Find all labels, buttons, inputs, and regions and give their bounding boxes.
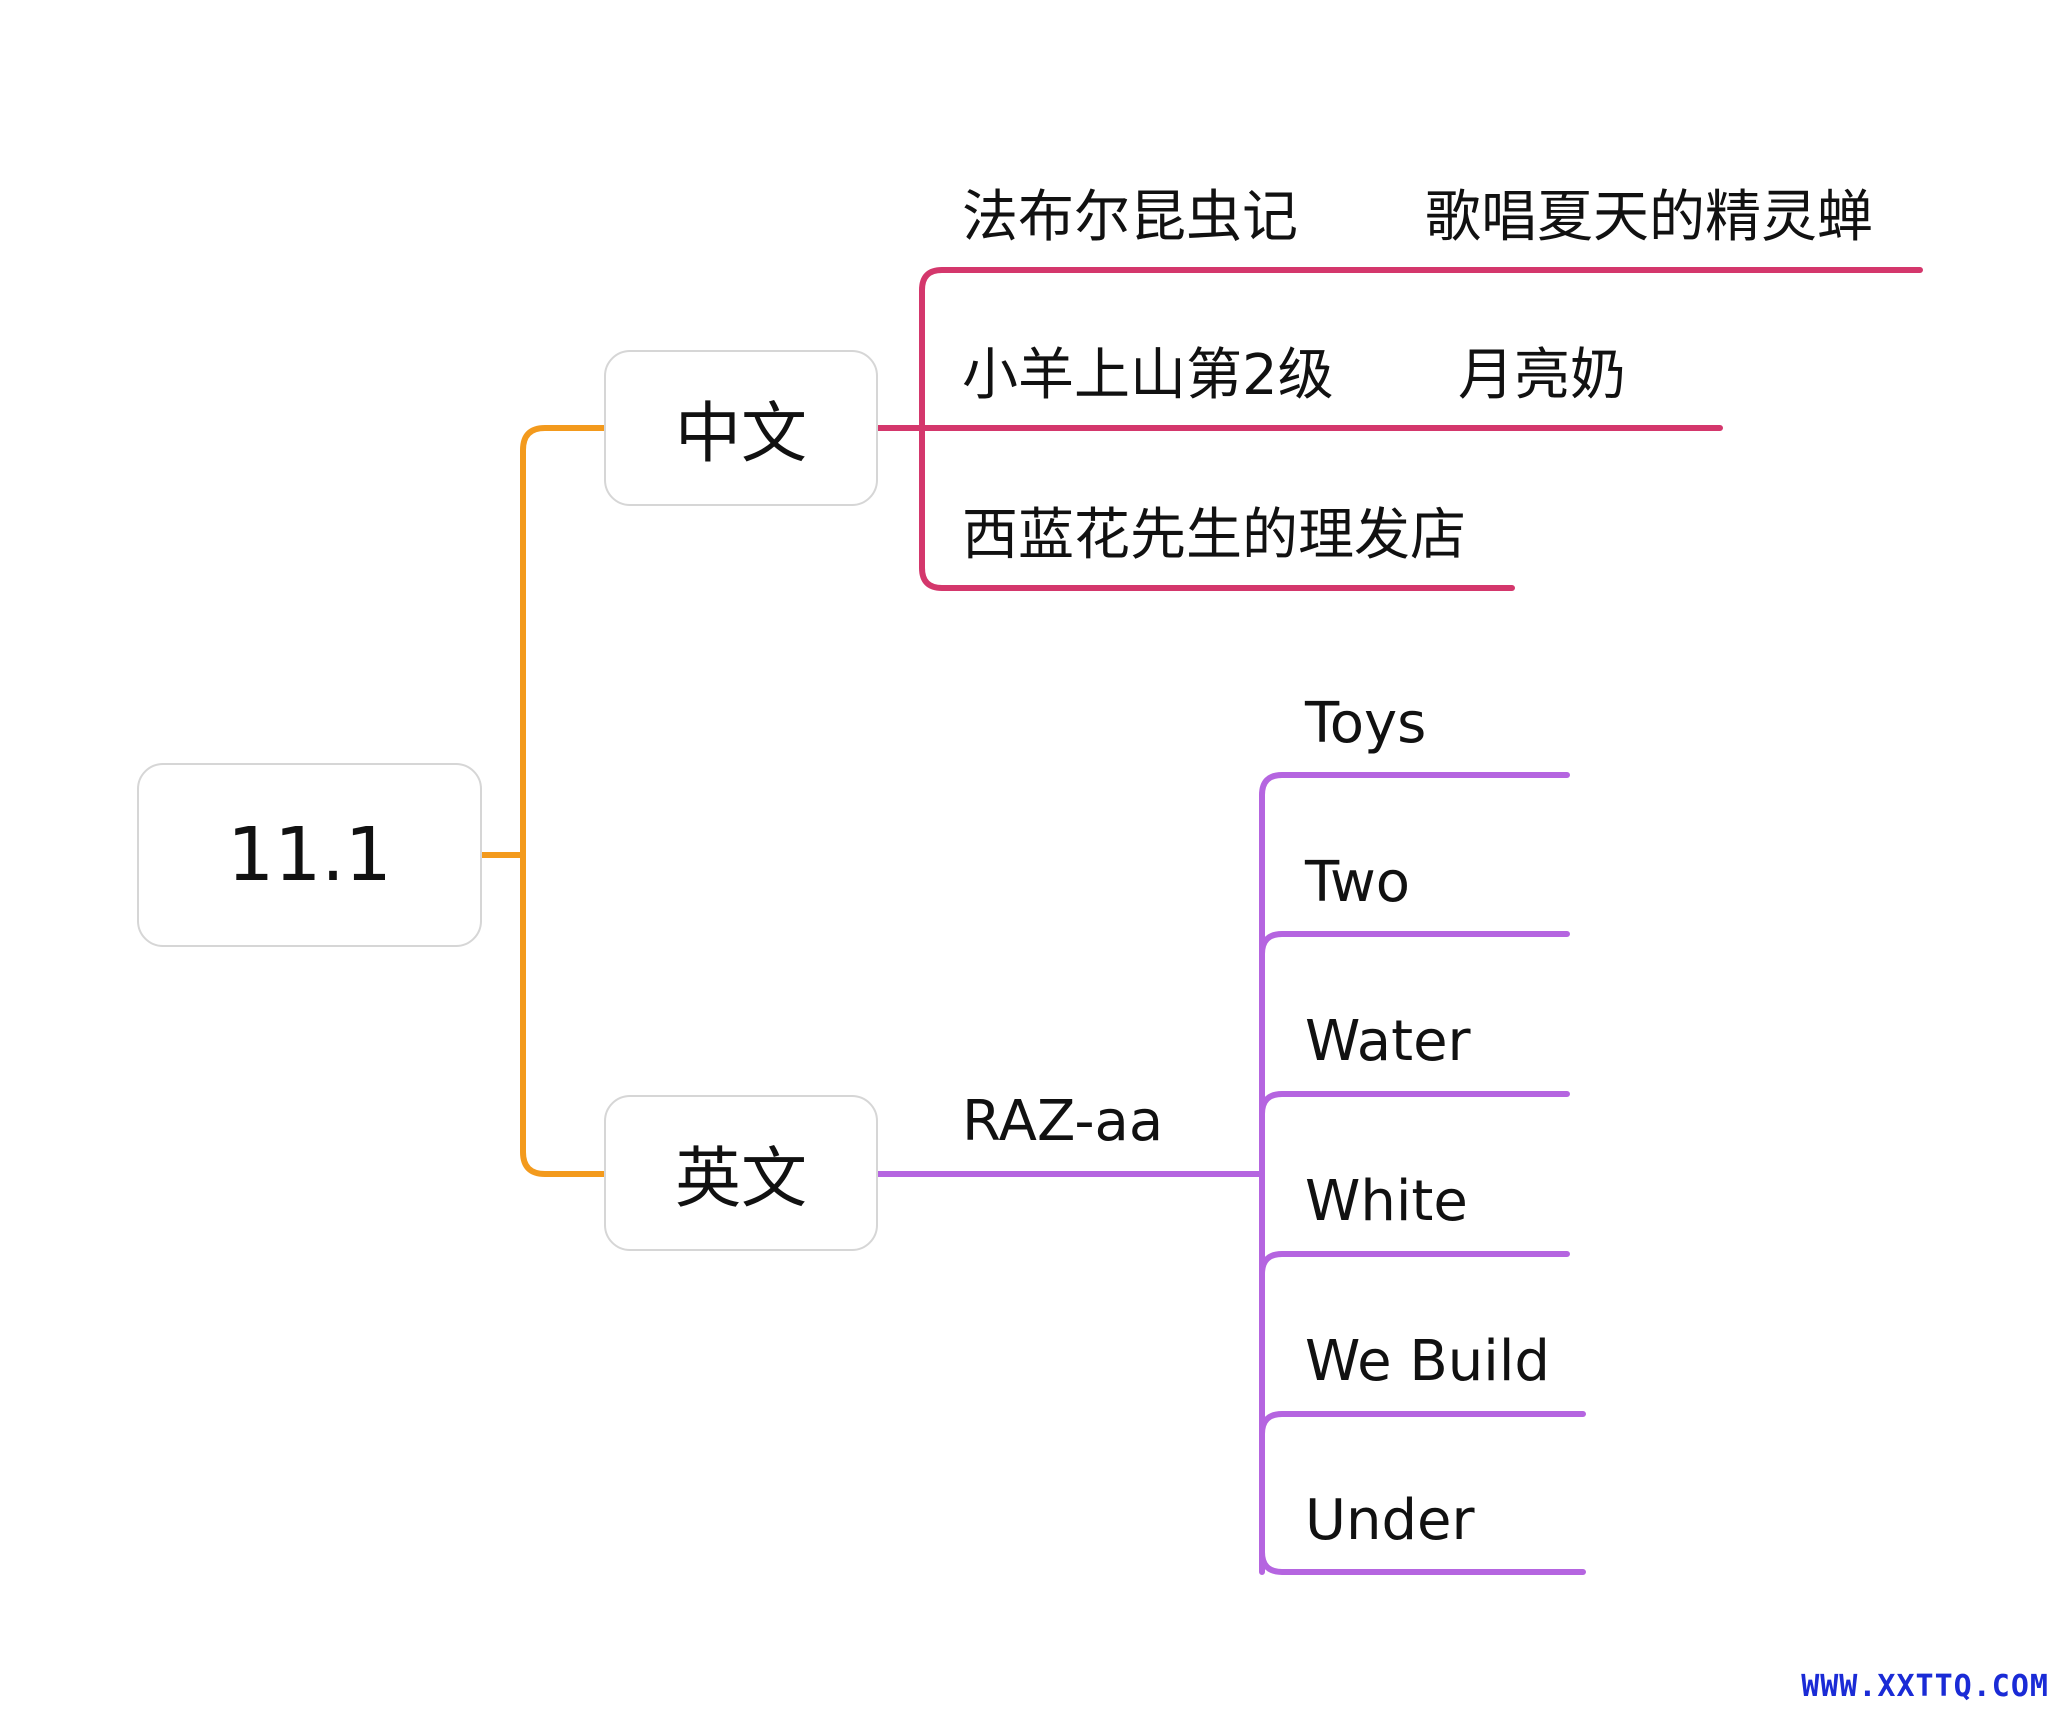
english-node[interactable]: 英文 bbox=[604, 1095, 878, 1251]
root-label: 11.1 bbox=[227, 812, 392, 898]
watermark-text: WWW.XXTTQ.COM bbox=[1801, 1669, 2049, 1704]
english-node-label: 英文 bbox=[675, 1140, 807, 1217]
chinese-node-label: 中文 bbox=[675, 395, 807, 472]
root-node[interactable]: 11.1 bbox=[137, 763, 482, 947]
english-item-water[interactable]: Water bbox=[1305, 1009, 1471, 1074]
english-item-under[interactable]: Under bbox=[1305, 1488, 1475, 1553]
english-item-two[interactable]: Two bbox=[1305, 850, 1410, 915]
chinese-connector bbox=[875, 267, 1923, 591]
english-item-white[interactable]: White bbox=[1305, 1169, 1468, 1234]
chinese-item-2-subtitle[interactable]: 月亮奶 bbox=[1458, 343, 1626, 408]
chinese-node[interactable]: 中文 bbox=[604, 350, 878, 506]
english-item-we-build[interactable]: We Build bbox=[1305, 1329, 1550, 1394]
chinese-item-2-title[interactable]: 小羊上山第2级 bbox=[962, 343, 1334, 408]
english-item-toys[interactable]: Toys bbox=[1305, 691, 1427, 756]
chinese-item-3-title[interactable]: 西蓝花先生的理发店 bbox=[962, 503, 1466, 568]
english-series-label[interactable]: RAZ-aa bbox=[962, 1089, 1164, 1154]
chinese-item-1-title[interactable]: 法布尔昆虫记 bbox=[962, 185, 1298, 250]
root-connector bbox=[479, 425, 607, 1177]
chinese-item-1-subtitle[interactable]: 歌唱夏天的精灵蝉 bbox=[1425, 185, 1873, 250]
english-connector bbox=[875, 772, 1586, 1575]
